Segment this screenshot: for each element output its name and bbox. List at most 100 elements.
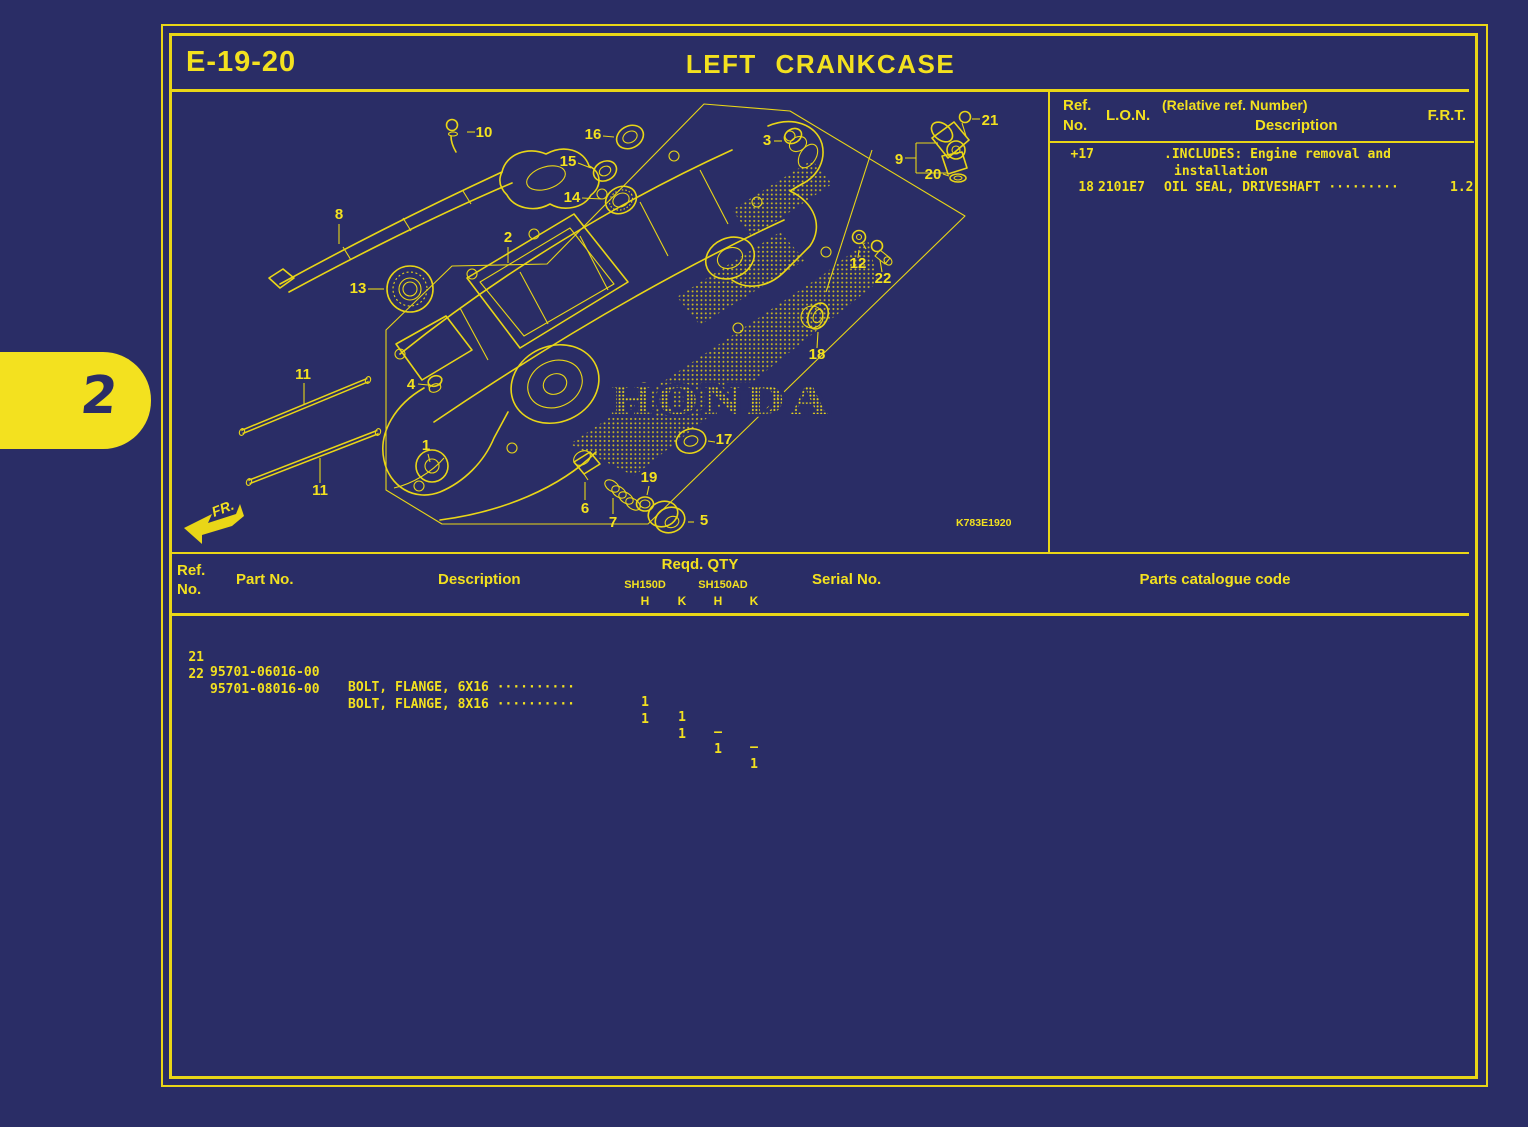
part-callout-8: 8	[335, 206, 343, 223]
part-ring-14	[601, 181, 641, 219]
col-h1: H	[640, 594, 650, 608]
col-catalogue-code: Parts catalogue code	[1139, 571, 1291, 588]
part-stud-11a	[238, 376, 371, 436]
cell-qty: 1	[678, 710, 686, 725]
cell-qty: –	[750, 740, 758, 755]
section-tab-label: 2	[77, 366, 121, 426]
part-collar-3	[782, 125, 810, 154]
part-callout-11: 11	[295, 366, 311, 383]
part-arm-8	[269, 149, 599, 292]
diagram-code: K783E1920	[956, 517, 1012, 529]
part-bearing-13	[387, 266, 433, 312]
part-callout-22: 22	[875, 270, 892, 287]
part-callout-5: 5	[700, 512, 708, 529]
part-washer-12	[853, 231, 867, 250]
cell-ref: 22	[188, 667, 204, 682]
leader-lines	[304, 119, 980, 522]
part-callout-3: 3	[763, 132, 771, 149]
cell-part: 95701-06016-00	[210, 665, 320, 680]
parts-table: Ref. No. Part No. Description Reqd. QTY …	[172, 552, 1469, 1078]
page-title: LEFT CRANKCASE	[685, 49, 956, 79]
shading-hatch	[570, 160, 878, 476]
part-callout-4: 4	[407, 376, 416, 393]
ref-row-desc2: installation	[1174, 164, 1268, 179]
part-cap-5	[645, 497, 689, 537]
col-h2: H	[713, 594, 723, 608]
part-callout-16: 16	[585, 126, 602, 143]
part-ring-15	[590, 157, 620, 185]
cell-desc: BOLT, FLANGE, 6X16 ··········	[348, 680, 575, 695]
section-tab[interactable]: 2	[0, 352, 151, 449]
cell-qty: 1	[641, 712, 649, 727]
col-ref-line1: Ref.	[177, 562, 206, 579]
cell-qty: 1	[750, 757, 758, 772]
part-callout-20: 20	[925, 166, 942, 183]
col-part-no: Part No.	[236, 571, 294, 588]
section-code: E-19-20	[186, 46, 297, 78]
part-callout-7: 7	[609, 514, 617, 531]
parts-table-header: Ref. No. Part No. Description Reqd. QTY …	[172, 554, 1469, 616]
parts-row: 22 95701-08016-00 BOLT, FLANGE, 8X16 ···…	[172, 637, 1469, 772]
cell-qty: 1	[678, 727, 686, 742]
col-k2: K	[749, 594, 759, 608]
part-seal-18	[804, 300, 832, 332]
ref-row-ref: 18	[1078, 180, 1094, 195]
part-callout-18: 18	[809, 346, 826, 363]
ref-row-ref: +17	[1070, 147, 1094, 162]
ref-row-frt: 1.2	[1450, 180, 1474, 195]
part-callout-12: 12	[850, 255, 867, 272]
cell-qty: 1	[714, 742, 722, 757]
part-callout-6: 6	[581, 500, 589, 517]
cell-part: 95701-08016-00	[210, 682, 320, 697]
crankcase-body	[383, 122, 831, 520]
ref-row-desc: OIL SEAL, DRIVESHAFT ·········	[1164, 180, 1399, 195]
part-plug-6	[571, 448, 600, 480]
part-stud-11b	[245, 428, 381, 486]
ref-col-frt: F.R.T.	[1427, 107, 1466, 124]
ref-col-ref-line1: Ref.	[1063, 97, 1092, 114]
col-description: Description	[438, 571, 521, 588]
part-pin-4	[427, 374, 444, 394]
reference-panel: Ref. No. L.O.N. (Relative ref. Number) D…	[1048, 92, 1474, 552]
part-sensor-assembly	[928, 112, 971, 183]
ref-col-ref-line2: No.	[1063, 117, 1088, 134]
parts-row: 21 95701-06016-00 BOLT, FLANGE, 6X16 ···…	[172, 620, 1469, 755]
part-callout-9: 9	[895, 151, 903, 168]
inner-frame	[169, 33, 1478, 1079]
part-callout-15: 15	[560, 153, 577, 170]
ref-row-desc: .INCLUDES: Engine removal and	[1164, 147, 1391, 162]
honda-watermark: HONDA	[611, 378, 833, 424]
ref-col-relative: (Relative ref. Number)	[1162, 97, 1308, 113]
col-model-sh150d: SH150D	[624, 579, 666, 591]
part-spring-7	[603, 477, 643, 512]
part-grommet-17	[673, 426, 708, 457]
part-callout-21: 21	[982, 112, 999, 129]
part-callout-14: 14	[564, 189, 581, 206]
part-callout-1: 1	[422, 437, 430, 454]
cell-desc: BOLT, FLANGE, 8X16 ··········	[348, 697, 575, 712]
cell-qty: –	[714, 725, 722, 740]
reference-panel-header: Ref. No. L.O.N. (Relative ref. Number) D…	[1050, 92, 1474, 143]
part-ring-16	[612, 121, 647, 154]
part-callout-11: 11	[312, 482, 328, 499]
col-k1: K	[677, 594, 687, 608]
part-callout-17: 17	[716, 431, 733, 448]
part-callout-2: 2	[504, 229, 512, 246]
col-ref-line2: No.	[177, 581, 202, 598]
outer-frame	[161, 24, 1488, 1087]
part-callout-13: 13	[350, 280, 367, 297]
part-callout-10: 10	[476, 124, 493, 141]
cell-ref: 21	[188, 650, 204, 665]
ref-row-lon: 2101E7	[1098, 180, 1145, 195]
assembly-boundary	[386, 104, 965, 524]
fr-direction-arrow: FR.	[184, 497, 244, 544]
header-bar: E-19-20 LEFT CRANKCASE	[172, 36, 1469, 92]
part-bolt-22	[872, 241, 894, 267]
cell-qty: 1	[641, 695, 649, 710]
ref-col-lon: L.O.N.	[1106, 107, 1151, 124]
col-model-sh150ad: SH150AD	[698, 579, 748, 591]
fr-label: FR.	[209, 497, 236, 520]
